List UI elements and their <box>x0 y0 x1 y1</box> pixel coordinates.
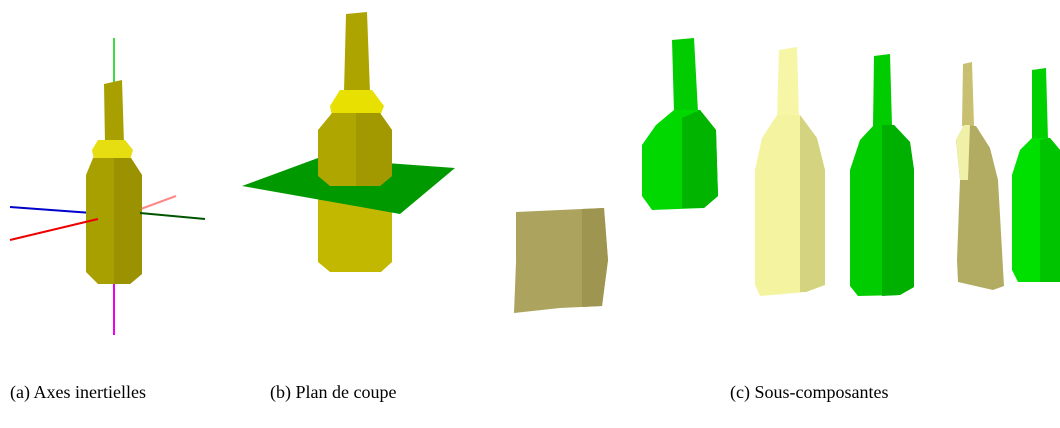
part-khaki-slice-neck <box>962 62 974 126</box>
part-green-3-shade <box>1040 138 1060 282</box>
subfigure-b-render <box>242 12 455 272</box>
bottle-b-neck <box>344 12 370 92</box>
part-green-2-neck <box>873 54 892 126</box>
bottle-a-shoulder <box>92 140 133 160</box>
part-green-1-shade <box>682 110 718 208</box>
bottle-a-body-shade <box>114 158 142 284</box>
subfigure-c-render <box>514 38 1060 313</box>
axis-darkgreen <box>139 212 206 220</box>
part-khaki-slice-light <box>956 125 970 180</box>
axis-blue <box>9 206 93 214</box>
part-green-1-neck <box>672 38 698 112</box>
part-green-3-neck <box>1032 68 1048 140</box>
bottle-b-lower-body <box>318 196 392 272</box>
axis-pink <box>137 195 177 211</box>
bottle-b-shoulder <box>330 90 384 116</box>
bottle-b-upper-body-shade <box>356 113 392 186</box>
subfigure-a-render <box>9 38 206 335</box>
caption-a: (a) Axes inertielles <box>10 382 146 402</box>
part-base-khaki-shade <box>582 208 608 307</box>
bottle-a-neck <box>104 80 124 144</box>
part-paleyellow-neck <box>777 47 799 118</box>
part-paleyellow-shade <box>800 115 825 292</box>
caption-c: (c) Sous-composantes <box>730 382 889 402</box>
part-green-2-shade <box>882 125 914 296</box>
caption-b: (b) Plan de coupe <box>270 382 397 402</box>
axis-red <box>9 218 99 241</box>
figure-renderings <box>9 12 1060 335</box>
